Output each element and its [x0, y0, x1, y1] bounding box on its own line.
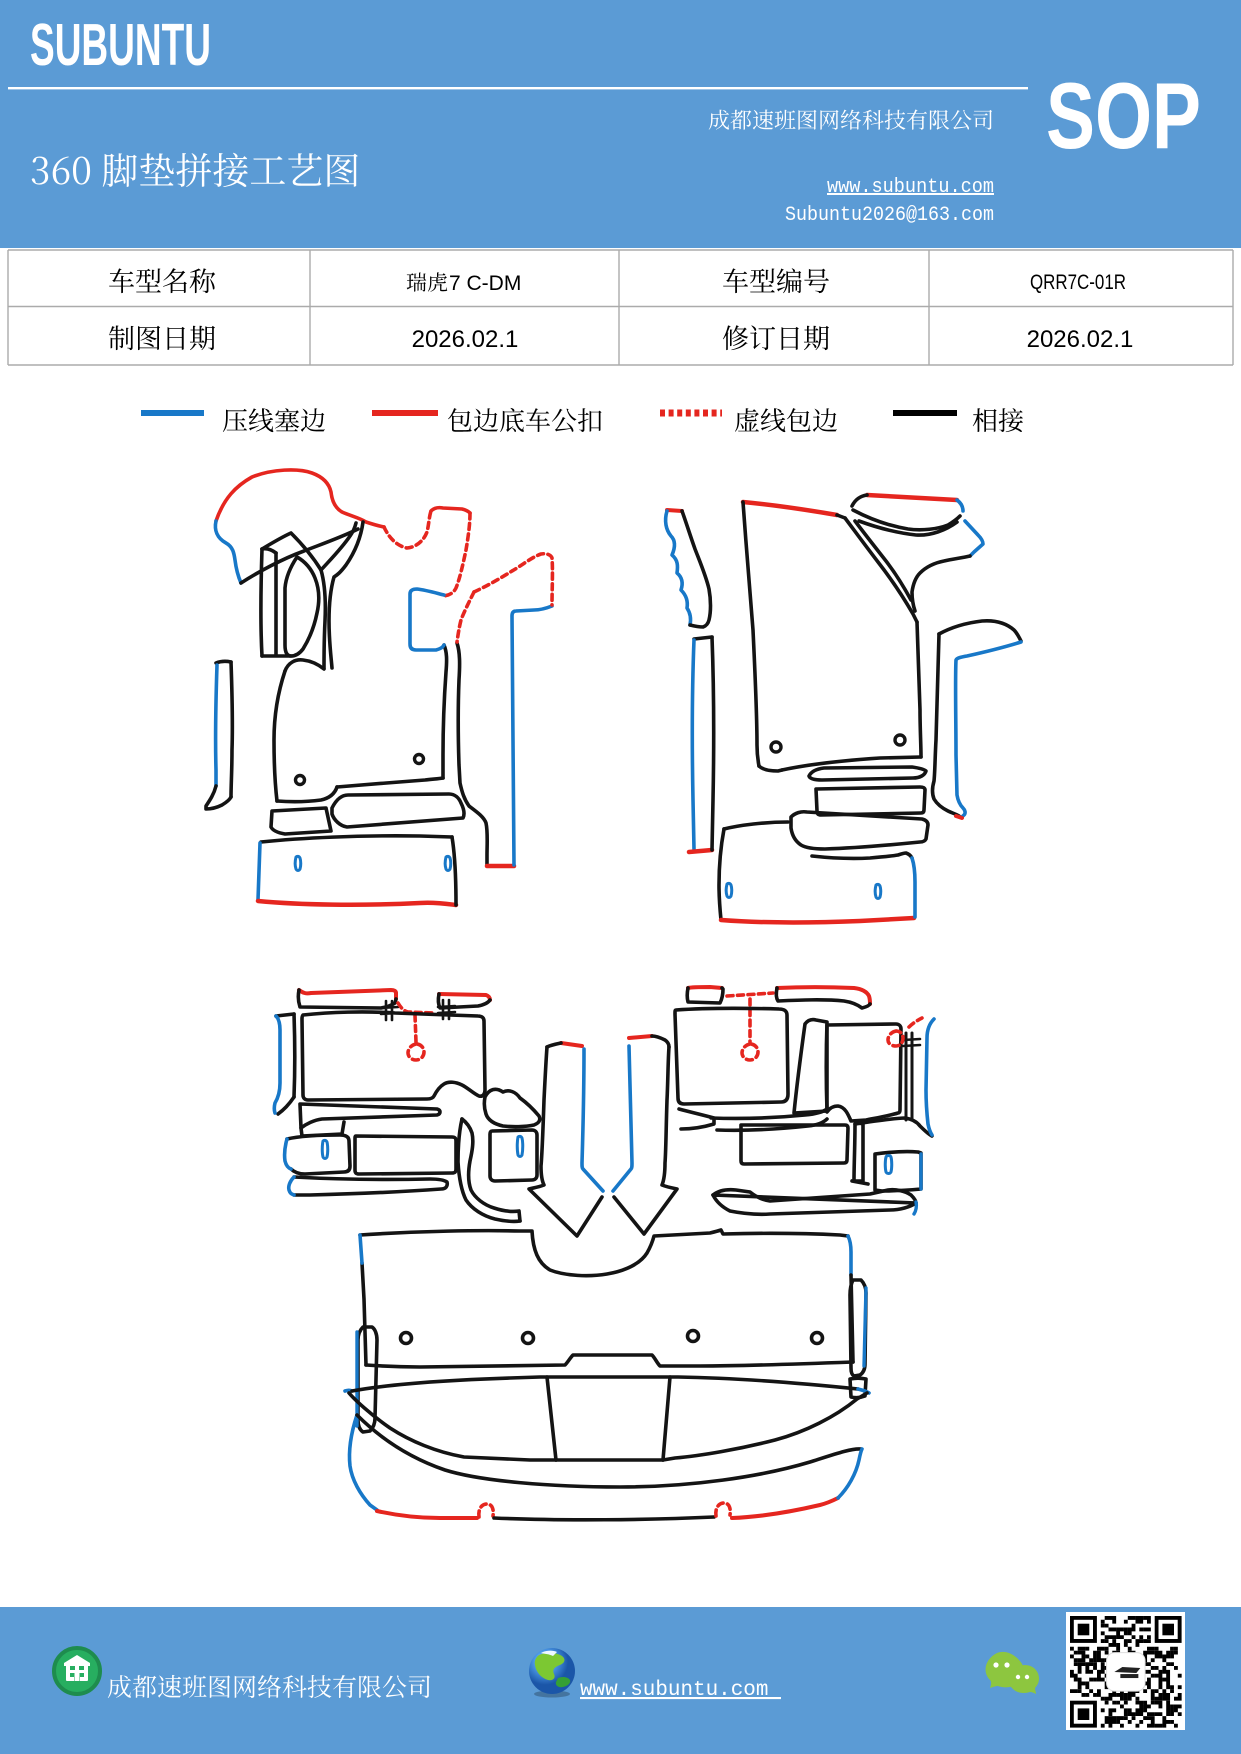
- svg-text:SOP: SOP: [1046, 63, 1201, 168]
- svg-text:www.subuntu.com: www.subuntu.com: [580, 1679, 781, 1702]
- svg-text:7 C-DM: 7 C-DM: [449, 272, 521, 295]
- svg-text:www.subuntu.com: www.subuntu.com: [827, 176, 994, 199]
- svg-text:SUBUNTU: SUBUNTU: [30, 12, 211, 78]
- svg-text:QRR7C-01R: QRR7C-01R: [1030, 271, 1126, 294]
- svg-text:Subuntu2026@163.com: Subuntu2026@163.com: [785, 204, 994, 227]
- svg-text:2026.02.1: 2026.02.1: [1027, 326, 1134, 353]
- svg-text:2026.02.1: 2026.02.1: [412, 326, 519, 353]
